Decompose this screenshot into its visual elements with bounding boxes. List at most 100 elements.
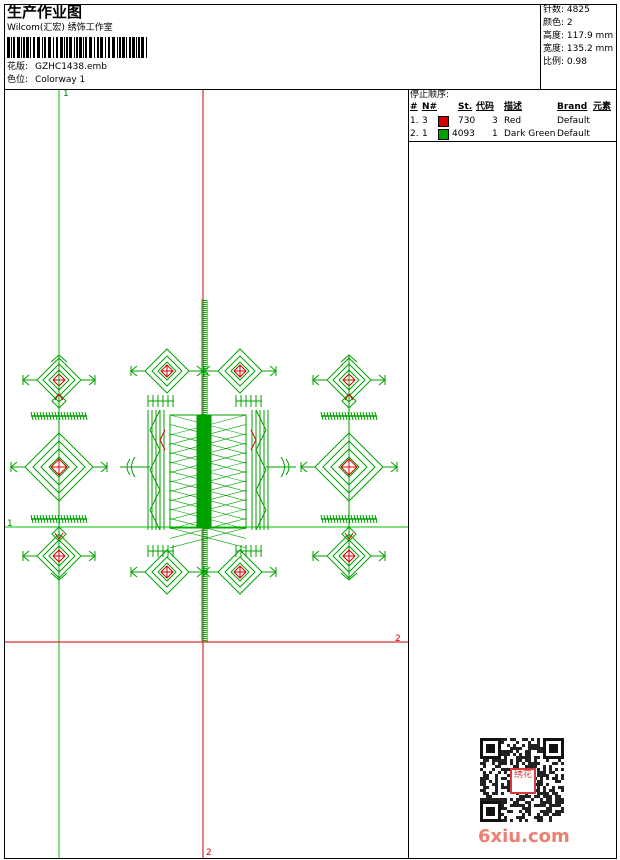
qr-module	[546, 777, 549, 780]
qr-module	[504, 807, 507, 810]
qr-module	[537, 816, 540, 819]
barcode-bar	[37, 37, 40, 58]
fern-stitch	[362, 411, 366, 421]
qr-module	[498, 762, 501, 765]
qr-module	[561, 762, 564, 765]
fern-stitch	[320, 514, 324, 524]
col-stitches: St.	[458, 102, 473, 112]
fern-stitch	[338, 411, 342, 421]
diamond-motif	[332, 539, 366, 573]
qr-module	[495, 783, 498, 786]
stat-height: 高度: 117.9 mm	[543, 31, 614, 41]
qr-module	[546, 801, 549, 804]
qr-module	[528, 750, 531, 753]
barcode-bar	[117, 37, 118, 58]
row-code: 3	[492, 116, 498, 126]
arc-mark	[280, 456, 285, 478]
qr-module	[492, 768, 495, 771]
qr-module	[555, 774, 558, 777]
satin-stitch	[200, 311, 209, 314]
fern-stitch	[368, 411, 372, 421]
qr-module	[516, 750, 519, 753]
qr-module	[543, 795, 546, 798]
stat-colors: 颜色: 2	[543, 18, 573, 28]
col-desc: 描述	[504, 102, 523, 112]
satin-stitch	[200, 541, 209, 544]
qr-code	[480, 738, 564, 822]
satin-stitch	[200, 387, 209, 390]
qr-module	[501, 813, 504, 816]
column-top	[50, 354, 68, 363]
qr-module	[540, 783, 543, 786]
barcode-bar	[13, 37, 15, 58]
qr-module	[543, 792, 546, 795]
qr-module	[486, 774, 489, 777]
qr-finder	[549, 744, 558, 753]
red-accent	[250, 429, 257, 451]
qr-module	[528, 795, 531, 798]
qr-module	[504, 768, 507, 771]
qr-module	[501, 819, 504, 822]
satin-stitch	[200, 313, 209, 316]
qr-module	[540, 810, 543, 813]
diamond-motif	[322, 440, 376, 494]
qr-module	[537, 744, 540, 747]
red-chevron	[344, 393, 354, 401]
qr-module	[501, 750, 504, 753]
qr-module	[510, 810, 513, 813]
qr-module	[528, 756, 531, 759]
qr-module	[483, 792, 486, 795]
qr-module	[507, 744, 510, 747]
qr-module	[510, 747, 513, 750]
arc-mark	[126, 458, 131, 476]
qr-module	[516, 762, 519, 765]
satin-stitch	[200, 403, 209, 406]
qr-module	[525, 756, 528, 759]
qr-module	[498, 759, 501, 762]
fern-stitch	[344, 514, 348, 524]
qr-module	[528, 747, 531, 750]
satin-stitch	[200, 565, 209, 568]
qr-module	[534, 744, 537, 747]
stat-width: 宽度: 135.2 mm	[543, 44, 614, 54]
qr-module	[537, 783, 540, 786]
satin-stitch	[200, 625, 209, 628]
qr-module	[528, 813, 531, 816]
qr-module	[501, 753, 504, 756]
satin-stitch	[200, 579, 209, 582]
qr-module	[561, 789, 564, 792]
qr-module	[540, 750, 543, 753]
fern-stitch	[33, 411, 37, 421]
info-panel	[408, 89, 617, 859]
fern-stitch	[60, 411, 64, 421]
diamond-motif	[338, 545, 360, 567]
diamond-motif	[330, 448, 368, 486]
fern-stitch	[54, 411, 58, 421]
satin-stitch	[200, 615, 209, 618]
stop-table-divider	[408, 141, 617, 142]
qr-module	[492, 759, 495, 762]
qr-module	[504, 759, 507, 762]
qr-module	[549, 807, 552, 810]
page-title: 生产作业图	[7, 3, 83, 21]
satin-stitch	[200, 631, 209, 634]
qr-module	[486, 786, 489, 789]
qr-module	[501, 759, 504, 762]
column-top	[340, 354, 358, 363]
fern-stitch	[78, 514, 82, 524]
fern-stitch	[39, 514, 43, 524]
guide-label-vertical-2: 2	[206, 848, 212, 858]
qr-module	[480, 789, 483, 792]
qr-module	[540, 792, 543, 795]
qr-module	[528, 753, 531, 756]
row-stitches: 730	[458, 116, 476, 126]
qr-module	[528, 759, 531, 762]
qr-module	[552, 762, 555, 765]
row-code: 1	[492, 129, 498, 139]
qr-module	[504, 798, 507, 801]
qr-module	[510, 819, 513, 822]
qr-module	[540, 771, 543, 774]
qr-module	[555, 762, 558, 765]
diamond-motif	[341, 526, 357, 542]
satin-stitch	[200, 367, 209, 370]
